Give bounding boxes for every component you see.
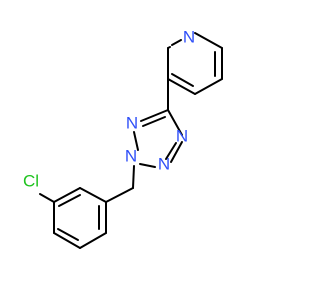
bond bbox=[57, 228, 79, 241]
tetrazole-n2-label: N bbox=[125, 146, 137, 165]
bond bbox=[194, 32, 223, 49]
bond bbox=[53, 187, 81, 203]
bond bbox=[58, 194, 81, 207]
bond bbox=[167, 78, 196, 95]
bond bbox=[165, 142, 177, 160]
bond bbox=[139, 163, 156, 168]
bond bbox=[39, 193, 55, 203]
bond bbox=[167, 46, 171, 49]
pyridine-nitrogen-label: N bbox=[183, 27, 195, 46]
molecule-structure: N N N N N Cl bbox=[23, 27, 223, 249]
bond bbox=[171, 39, 182, 46]
bond bbox=[140, 109, 169, 122]
bond bbox=[133, 131, 139, 151]
tetrazole-n4-label: N bbox=[176, 126, 188, 145]
bond bbox=[167, 109, 183, 136]
structure-canvas: N N N N N Cl bbox=[22, 27, 223, 249]
bond bbox=[170, 141, 183, 163]
bond bbox=[79, 232, 107, 249]
chlorine-label: Cl bbox=[23, 171, 39, 190]
bond bbox=[132, 165, 135, 189]
bond bbox=[79, 187, 107, 203]
bond bbox=[171, 73, 194, 87]
bond bbox=[194, 78, 223, 95]
tetrazole-n3-label: N bbox=[158, 154, 170, 173]
bond bbox=[53, 232, 81, 249]
bond bbox=[142, 116, 166, 127]
bond bbox=[105, 187, 134, 203]
tetrazole-n1-label: N bbox=[126, 113, 138, 132]
